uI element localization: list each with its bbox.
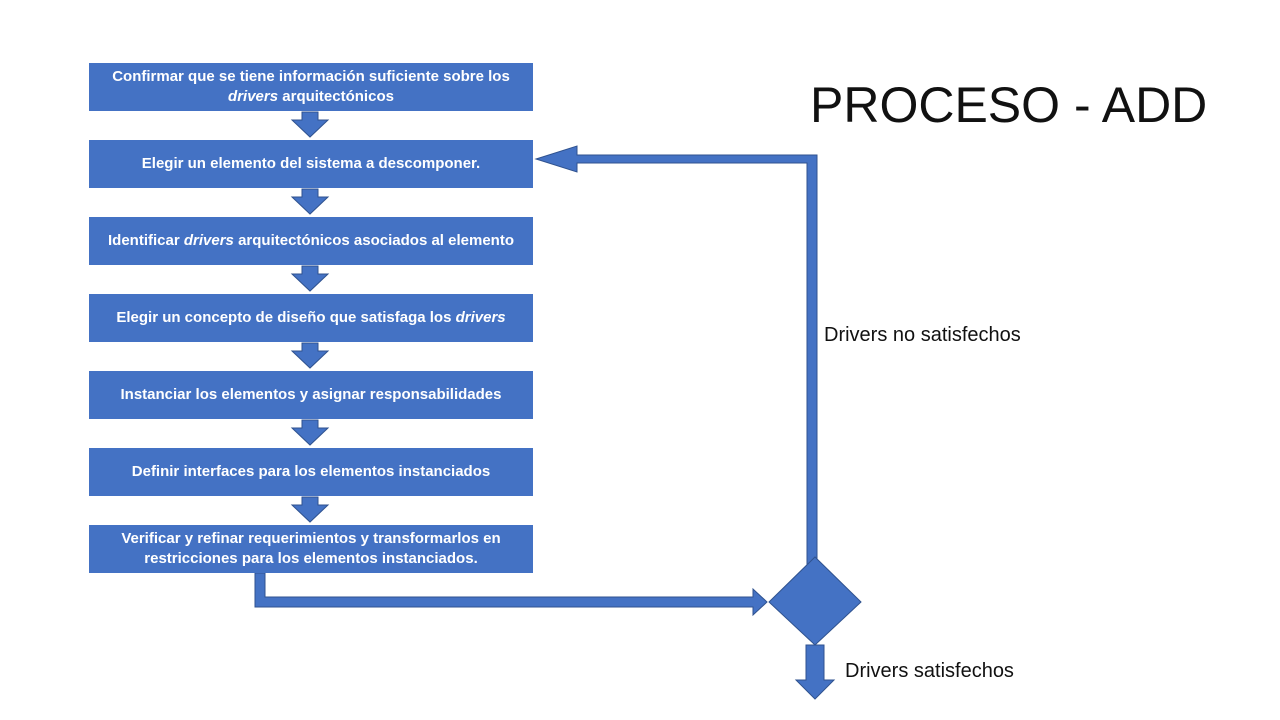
down-arrow-5: [290, 419, 330, 446]
step-text: Verificar y refinar requerimientos y tra…: [121, 530, 501, 567]
down-arrow-1: [290, 111, 330, 138]
step-text: Identificar: [108, 232, 184, 249]
exit-arrow: [794, 644, 836, 700]
step-text-italic: drivers: [183, 232, 234, 249]
step-identify-drivers: Identificar drivers arquitectónicos asoc…: [89, 217, 533, 265]
step-text: Elegir un concepto de diseño que satisfa…: [116, 309, 456, 326]
down-arrow-3: [290, 265, 330, 292]
step-text: Elegir un elemento del sistema a descomp…: [141, 155, 481, 172]
loop-label: Drivers no satisfechos: [824, 324, 1021, 346]
loop-back-arrow: [534, 145, 818, 574]
step-instantiate-elements: Instanciar los elementos y asignar respo…: [89, 371, 533, 419]
down-arrow-6: [290, 496, 330, 523]
step-text: los: [483, 68, 510, 85]
step-label: Verificar y refinar requerimientos y tra…: [99, 529, 523, 569]
decision-diamond: [768, 556, 862, 646]
step-label: Confirmar que se tiene información sufic…: [99, 67, 523, 107]
exit-label: Drivers satisfechos: [845, 660, 1014, 682]
step-label: Elegir un elemento del sistema a descomp…: [142, 154, 480, 174]
step-text: arquitectónicos asociados al elemento: [233, 232, 514, 249]
step-define-interfaces: Definir interfaces para los elementos in…: [89, 448, 533, 496]
slide-title: PROCESO - ADD: [810, 77, 1208, 133]
step-text-italic: drivers: [455, 309, 506, 326]
step-choose-design-concept: Elegir un concepto de diseño que satisfa…: [89, 294, 533, 342]
step-text-italic: drivers: [228, 88, 279, 105]
down-arrow-4: [290, 342, 330, 369]
step-choose-element: Elegir un elemento del sistema a descomp…: [89, 140, 533, 188]
step-verify-refine: Verificar y refinar requerimientos y tra…: [89, 525, 533, 573]
connector-to-decision: [254, 572, 768, 617]
down-arrow-2: [290, 188, 330, 215]
step-text: Definir interfaces para los elementos in…: [131, 463, 491, 480]
step-text: Confirmar que se tiene información sufic…: [112, 68, 484, 85]
step-label: Identificar drivers arquitectónicos asoc…: [108, 231, 514, 251]
step-confirm-information: Confirmar que se tiene información sufic…: [89, 63, 533, 111]
step-label: Elegir un concepto de diseño que satisfa…: [116, 308, 505, 328]
step-label: Instanciar los elementos y asignar respo…: [121, 385, 502, 405]
step-text: Instanciar los elementos y asignar respo…: [120, 386, 502, 403]
step-text: arquitectónicos: [278, 88, 394, 105]
step-label: Definir interfaces para los elementos in…: [132, 462, 490, 482]
